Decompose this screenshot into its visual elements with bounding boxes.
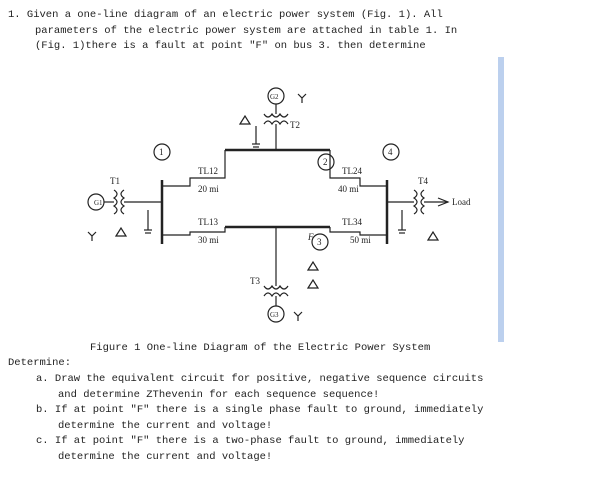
- bus-1-label: 1: [159, 147, 164, 157]
- determine-heading: Determine:: [8, 357, 72, 369]
- load-arrow: [437, 197, 450, 207]
- tl12-length: 20 mi: [198, 184, 219, 194]
- delta-symbol-t3: [306, 260, 320, 271]
- delta-symbol-t2: [238, 114, 252, 125]
- question-line-3: (Fig. 1)there is a fault at point "F" on…: [35, 40, 426, 52]
- item-a-line-2: and determine ZThevenin for each sequenc…: [58, 388, 380, 401]
- item-a: a. Draw the equivalent circuit for posit…: [36, 372, 483, 403]
- bus-1-marker: [153, 143, 171, 161]
- tl34-label: TL34: [342, 217, 362, 227]
- tl13-length: 30 mi: [198, 235, 219, 245]
- t3-primary-coil: [263, 292, 289, 298]
- t3-secondary-coil: [263, 284, 289, 290]
- delta-symbol-g3: [306, 278, 320, 289]
- load-label: Load: [452, 197, 471, 207]
- figure-caption: Figure 1 One-line Diagram of the Electri…: [90, 342, 431, 354]
- t1-secondary-coil: [120, 189, 126, 215]
- item-b-line-1: b. If at point "F" there is a single pha…: [36, 404, 484, 416]
- bus-3-marker: [311, 233, 329, 251]
- item-c: c. If at point "F" there is a two-phase …: [36, 434, 464, 465]
- tl34-length: 50 mi: [350, 235, 371, 245]
- tl13-label: TL13: [198, 217, 218, 227]
- t4-primary-coil: [412, 189, 418, 215]
- t2-secondary-coil: [263, 120, 289, 126]
- line-tl34: [329, 227, 387, 236]
- question-text: 1. Given a one-line diagram of an electr…: [8, 8, 457, 55]
- bus-2-label: 2: [323, 157, 328, 167]
- t2-label: T2: [290, 120, 300, 130]
- bus-2-marker: [317, 153, 335, 171]
- item-a-line-1: a. Draw the equivalent circuit for posit…: [36, 373, 484, 385]
- t4-label: T4: [418, 176, 428, 186]
- t3-label: T3: [250, 276, 260, 286]
- t4-secondary-coil: [420, 189, 426, 215]
- line-tl12: [162, 150, 226, 187]
- fault-label: F: [307, 232, 314, 242]
- g1-label: G1: [94, 199, 103, 207]
- scroll-indicator-bar: [498, 57, 504, 342]
- wye-symbol-g2: [297, 93, 307, 103]
- delta-symbol-t1: [114, 226, 128, 237]
- t1-primary-coil: [112, 189, 118, 215]
- g2-label: G2: [270, 93, 279, 101]
- wye-symbol-g3: [293, 311, 303, 321]
- item-c-line-1: c. If at point "F" there is a two-phase …: [36, 435, 465, 447]
- bus-4-label: 4: [388, 147, 393, 157]
- tl12-label: TL12: [198, 166, 218, 176]
- line-tl13: [162, 227, 226, 236]
- bus-3-label: 3: [317, 237, 322, 247]
- one-line-diagram: G1 G2 G3 T1 T2 T3 T4 1 2 3 4 TL12 20 mi …: [87, 87, 471, 323]
- t2-primary-coil: [263, 112, 289, 118]
- bus-4-marker: [382, 143, 400, 161]
- g3-label: G3: [270, 311, 279, 319]
- item-b: b. If at point "F" there is a single pha…: [36, 403, 483, 434]
- item-c-line-2: determine the current and voltage!: [58, 450, 273, 463]
- tl24-length: 40 mi: [338, 184, 359, 194]
- question-line-2: parameters of the electric power system …: [35, 24, 458, 37]
- t1-label: T1: [110, 176, 120, 186]
- delta-symbol-t4: [426, 230, 440, 241]
- tl24-label: TL24: [342, 166, 362, 176]
- item-b-line-2: determine the current and voltage!: [58, 419, 273, 432]
- question-line-1: 1. Given a one-line diagram of an electr…: [8, 9, 443, 21]
- wye-symbol-g1: [87, 231, 97, 241]
